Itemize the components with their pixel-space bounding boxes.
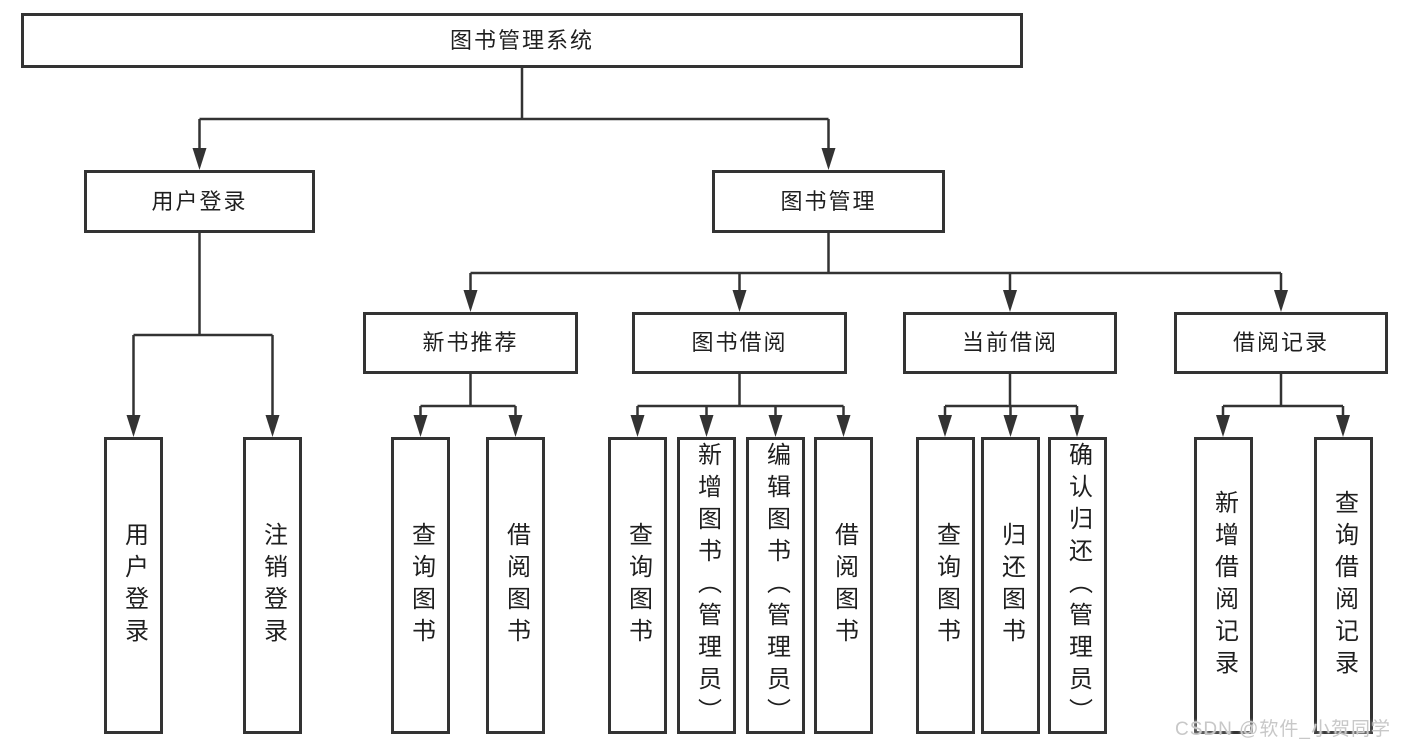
leaf-edit-books-admin: 编辑图书（管理员）	[746, 437, 805, 734]
node-label: 借阅记录	[1232, 330, 1329, 355]
node-label: 借阅图书	[502, 521, 530, 650]
node-book-management: 图书管理	[712, 170, 945, 233]
leaf-add-books-admin: 新增图书（管理员）	[677, 437, 736, 734]
node-label: 图书借阅	[691, 330, 788, 355]
node-label: 用户登录	[151, 188, 248, 214]
leaf-current-query-books: 查询图书	[916, 437, 975, 734]
node-user-login: 用户登录	[84, 170, 315, 233]
node-label: 图书管理系统	[449, 27, 594, 53]
arrowheads	[126, 148, 1350, 437]
node-label: 新增借阅记录	[1210, 489, 1238, 682]
leaf-confirm-return-admin: 确认归还（管理员）	[1048, 437, 1107, 734]
node-label: 编辑图书（管理员）	[762, 441, 790, 730]
leaf-recommend-query-books: 查询图书	[391, 437, 450, 734]
leaf-borrow-query-books: 查询图书	[608, 437, 667, 734]
leaf-return-books: 归还图书	[981, 437, 1040, 734]
node-label: 图书管理	[780, 188, 877, 214]
node-label: 归还图书	[997, 521, 1025, 650]
leaf-add-borrow-record: 新增借阅记录	[1194, 437, 1253, 734]
csdn-watermark: CSDN @软件_小贺同学	[1175, 719, 1391, 740]
leaf-logout-login: 注销登录	[243, 437, 302, 734]
node-label: 当前借阅	[961, 330, 1058, 355]
node-current-borrow: 当前借阅	[903, 312, 1117, 374]
node-label: 查询图书	[932, 521, 960, 650]
node-label: 确认归还（管理员）	[1064, 441, 1092, 730]
node-label: 查询图书	[624, 521, 652, 650]
node-label: 用户登录	[120, 521, 148, 650]
leaf-recommend-borrow-books: 借阅图书	[486, 437, 545, 734]
node-label: 新书推荐	[422, 330, 519, 355]
node-book-borrow: 图书借阅	[632, 312, 847, 374]
node-label: 借阅图书	[830, 521, 858, 650]
node-library-system: 图书管理系统	[21, 13, 1023, 68]
leaf-borrow-books: 借阅图书	[814, 437, 873, 734]
node-label: 查询借阅记录	[1330, 489, 1358, 682]
node-borrow-records: 借阅记录	[1174, 312, 1388, 374]
node-label: 新增图书（管理员）	[693, 441, 721, 730]
node-label: 注销登录	[259, 521, 287, 650]
leaf-user-login: 用户登录	[104, 437, 163, 734]
leaf-query-borrow-record: 查询借阅记录	[1314, 437, 1373, 734]
node-new-book-recommend: 新书推荐	[363, 312, 578, 374]
node-label: 查询图书	[407, 521, 435, 650]
